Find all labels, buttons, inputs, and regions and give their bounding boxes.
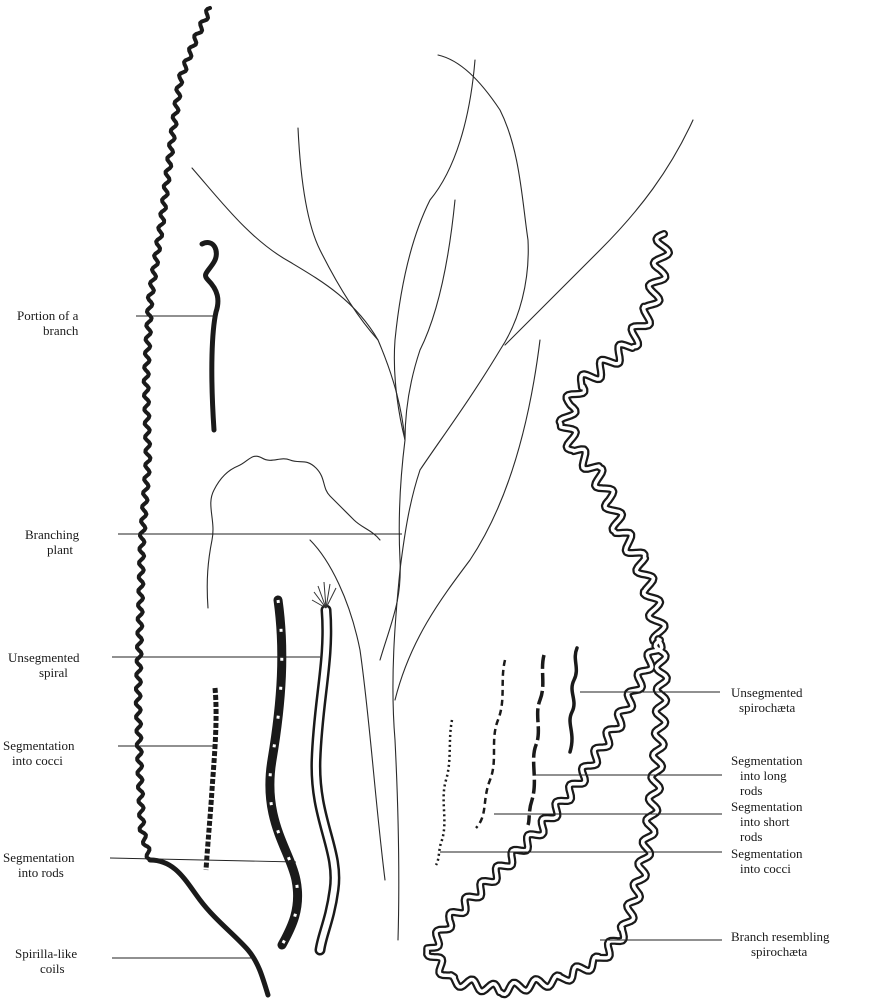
svg-text:Segmentation: Segmentation — [731, 846, 803, 861]
label-segmentation-into-rods-left: Segmentation into rods — [3, 850, 75, 880]
label-unsegmented-spiral: Unsegmented spiral — [8, 650, 80, 680]
spirilla-like-coils-drawing — [150, 860, 268, 995]
svg-text:branch: branch — [43, 323, 79, 338]
svg-text:Segmentation: Segmentation — [731, 753, 803, 768]
label-segmentation-into-cocci-left: Segmentation into cocci — [3, 738, 75, 768]
svg-text:coils: coils — [40, 961, 65, 976]
svg-text:rods: rods — [740, 783, 762, 798]
label-segmentation-into-short-rods: Segmentation into short rods — [731, 799, 803, 844]
svg-text:spirochæta: spirochæta — [751, 944, 808, 959]
svg-text:rods: rods — [740, 829, 762, 844]
svg-text:into cocci: into cocci — [740, 861, 791, 876]
svg-text:into short: into short — [740, 814, 790, 829]
svg-text:spiral: spiral — [39, 665, 68, 680]
segmentation-into-cocci-left-drawing — [206, 688, 216, 870]
svg-text:Unsegmented: Unsegmented — [8, 650, 80, 665]
label-spirilla-like-coils: Spirilla-like coils — [15, 946, 77, 976]
unsegmented-spirochaeta-drawing — [570, 648, 577, 752]
portion-of-branch-drawing — [202, 243, 218, 430]
svg-text:Branching: Branching — [25, 527, 80, 542]
label-segmentation-into-cocci-right: Segmentation into cocci — [731, 846, 803, 876]
svg-text:spirochæta: spirochæta — [739, 700, 796, 715]
label-branching-plant: Branching plant — [25, 527, 80, 557]
svg-text:Portion of a: Portion of a — [17, 308, 79, 323]
svg-text:Branch resembling: Branch resembling — [731, 929, 830, 944]
segmentation-into-short-rods-drawing — [476, 660, 505, 828]
svg-text:Segmentation: Segmentation — [3, 738, 75, 753]
segmentation-into-rods-drawing — [270, 600, 298, 945]
label-segmentation-into-long-rods: Segmentation into long rods — [731, 753, 803, 798]
label-unsegmented-spirochaeta: Unsegmented spirochæta — [731, 685, 803, 715]
svg-text:into cocci: into cocci — [12, 753, 63, 768]
svg-text:into long: into long — [740, 768, 787, 783]
label-branch-resembling-spirochaeta: Branch resembling spirochæta — [731, 929, 830, 959]
svg-text:plant: plant — [47, 542, 73, 557]
leader-lines — [110, 316, 722, 958]
svg-text:Unsegmented: Unsegmented — [731, 685, 803, 700]
branching-plant — [192, 55, 693, 940]
svg-text:Spirilla-like: Spirilla-like — [15, 946, 77, 961]
left-stem — [136, 8, 210, 860]
svg-text:Segmentation: Segmentation — [731, 799, 803, 814]
svg-text:Segmentation: Segmentation — [3, 850, 75, 865]
unsegmented-spiral-drawing — [312, 582, 336, 950]
flagella-tuft-icon — [312, 582, 336, 608]
label-portion-of-branch: Portion of a branch — [17, 308, 79, 338]
segmentation-into-long-rods-drawing — [528, 655, 544, 825]
svg-text:into rods: into rods — [18, 865, 64, 880]
segmentation-into-cocci-right-drawing — [436, 720, 452, 865]
branch-resembling-spirochaeta-drawing — [427, 234, 669, 994]
